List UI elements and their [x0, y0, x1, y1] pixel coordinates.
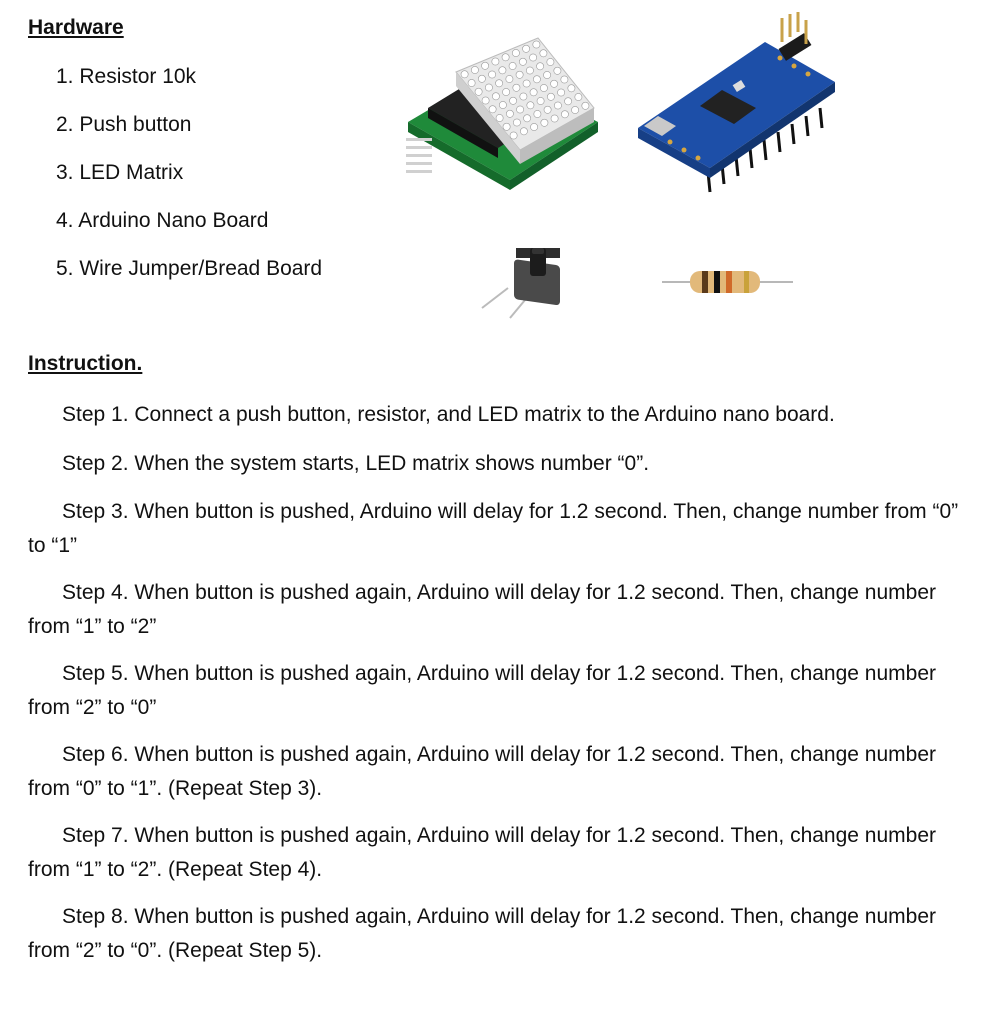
led-dot: [460, 70, 469, 79]
led-dot: [532, 40, 541, 49]
led-dot: [533, 110, 542, 118]
led-dot: [553, 101, 562, 110]
led-dot: [495, 79, 503, 88]
led-dot: [502, 122, 511, 131]
hardware-list: 1. Resistor 10k 2. Push button 3. LED Ma…: [56, 62, 322, 302]
instruction-step: Step 1. Connect a push button, resistor,…: [62, 403, 835, 426]
led-dot: [567, 84, 576, 93]
instruction-step: Step 4. When button is pushed again, Ard…: [28, 581, 937, 638]
led-dot: [516, 105, 524, 114]
led-dot: [492, 92, 500, 101]
led-dot: [543, 71, 551, 79]
hardware-item: 4. Arduino Nano Board: [56, 209, 269, 232]
led-dot: [564, 97, 572, 106]
led-dot: [522, 44, 530, 53]
led-dot: [523, 114, 531, 123]
instruction-steps: Step 1. Connect a push button, resistor,…: [28, 398, 968, 981]
led-dot: [546, 58, 555, 66]
resistor-image: [662, 271, 793, 293]
led-dot: [512, 49, 520, 57]
led-dot: [519, 57, 527, 66]
led-dot: [529, 53, 537, 62]
instruction-step: Step 2. When the system starts, LED matr…: [62, 451, 650, 475]
hardware-item: 3. LED Matrix: [56, 161, 184, 184]
led-dot: [485, 83, 493, 92]
led-dot: [550, 114, 559, 123]
led-dot: [481, 96, 490, 105]
instruction-heading: Instruction.: [28, 352, 143, 375]
led-dot: [502, 88, 510, 96]
led-dot: [543, 105, 552, 114]
led-dot: [498, 66, 507, 75]
led-dot: [488, 70, 496, 79]
led-dot: [509, 96, 517, 105]
led-dot: [525, 66, 534, 75]
led-dot: [546, 92, 555, 101]
arduino-nano-image: [638, 12, 835, 193]
led-dot: [560, 110, 569, 119]
led-dot: [513, 118, 521, 127]
instruction-step: Step 5. When button is pushed again, Ard…: [28, 662, 937, 719]
led-dot: [536, 62, 544, 71]
hardware-item: 5. Wire Jumper/Bread Board: [56, 257, 323, 280]
led-dot: [539, 49, 548, 58]
led-dot: [474, 87, 483, 96]
led-dot: [499, 101, 507, 109]
led-dot: [560, 75, 569, 84]
led-dot: [571, 106, 579, 114]
led-dot: [540, 118, 549, 127]
hardware-item: 1. Resistor 10k: [56, 65, 197, 88]
led-dot: [522, 79, 531, 88]
led-dot: [515, 70, 524, 79]
led-dot: [509, 131, 518, 140]
instruction-step: Step 8. When button is pushed again, Ard…: [28, 905, 937, 962]
led-dot: [574, 93, 583, 101]
led-dot: [501, 53, 510, 62]
led-dot: [529, 88, 538, 97]
led-dot: [506, 109, 514, 118]
led-dot: [481, 61, 489, 70]
led-dot: [488, 105, 497, 114]
led-dot: [530, 123, 538, 131]
led-dot: [478, 74, 486, 83]
hardware-item: 2. Push button: [56, 113, 192, 136]
led-dot: [532, 75, 541, 84]
led-dot: [505, 75, 514, 83]
led-dot: [553, 66, 562, 75]
led-dot: [508, 62, 517, 70]
led-dot: [467, 79, 476, 87]
led-dot: [512, 83, 521, 92]
instruction-step: Step 6. When button is pushed again, Ard…: [28, 743, 937, 800]
led-dot: [519, 92, 528, 101]
led-dot: [557, 88, 565, 97]
led-dot: [520, 127, 528, 136]
led-dot: [539, 84, 548, 92]
led-dot: [536, 97, 545, 105]
instruction-step: Step 3. When button is pushed, Arduino w…: [28, 500, 959, 557]
led-dot: [491, 57, 500, 66]
led-dot: [526, 101, 535, 110]
led-dot: [581, 101, 590, 110]
led-dot: [471, 66, 479, 74]
push-button-image: [481, 248, 560, 319]
led-dot: [495, 114, 504, 122]
hardware-heading: Hardware: [28, 16, 124, 39]
led-matrix-image: [406, 37, 598, 190]
led-dot: [550, 79, 558, 88]
instruction-step: Step 7. When button is pushed again, Ard…: [28, 824, 937, 881]
